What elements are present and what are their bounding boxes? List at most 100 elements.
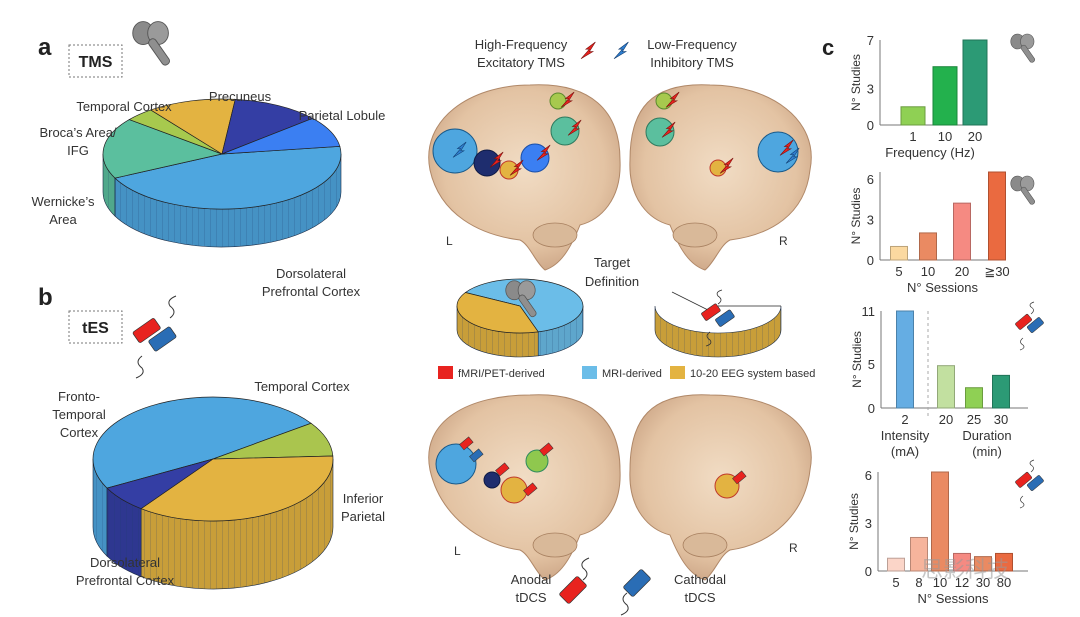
high-frequency-label-1: High-Frequency (475, 37, 568, 52)
tdcs-electrodes-icon (132, 295, 177, 379)
pie-a-label-precuneus: Precuneus (209, 89, 272, 104)
pie-slice-dorsolateral-prefrontal-cortex (114, 145, 342, 210)
target-legend: fMRI/PET-derived MRI-derived 10-20 EEG s… (438, 366, 815, 380)
bar-30 (974, 556, 992, 572)
y-tick-label: 3 (867, 212, 874, 227)
y-tick-label: 0 (865, 564, 872, 579)
y-tick-label: 6 (867, 172, 874, 187)
x-axis-label: Frequency (Hz) (885, 145, 975, 160)
y-tick-label: 6 (865, 468, 872, 483)
pie-side-stripes (141, 459, 333, 590)
x-tick-label: 2 (901, 412, 908, 427)
x-tick-label: ≧30 (984, 264, 1009, 279)
pie-a-label-temporal: Temporal Cortex (76, 99, 172, 114)
tes-target-pie (654, 305, 782, 358)
anodal-label-1: Anodal (511, 572, 552, 587)
target-parietal (550, 116, 580, 146)
pie-slice-fronto-temporal-cortex (106, 458, 214, 510)
anodal-label-2: tDCS (515, 590, 546, 605)
pie-a-label-dlpfc-2: Prefrontal Cortex (262, 284, 361, 299)
x-tick-label: 20 (939, 412, 953, 427)
tdcs-icon-c3 (1015, 301, 1044, 351)
bar-10 (932, 66, 958, 126)
x-tick-label: 10 (933, 575, 947, 590)
target-definition-title-1: Target (594, 255, 631, 270)
pie-b-label-inferior-1: Inferior (343, 491, 384, 506)
target-broca (473, 149, 501, 177)
brain-left-tms (428, 84, 621, 271)
x-tick-label: 25 (967, 412, 981, 427)
brain-right-tes (629, 394, 812, 581)
tms-box-label: TMS (79, 54, 113, 71)
legend-label-eeg: 10-20 EEG system based (690, 368, 815, 380)
bar-1 (900, 106, 926, 126)
bar-30 (992, 374, 1010, 409)
bar-8 (910, 536, 928, 572)
x-tick-label: 12 (955, 575, 969, 590)
hemisphere-right-top: R (779, 234, 788, 248)
pie-slice-wernicke-s-area (221, 117, 341, 155)
pie-b-label-fronto-1: Fronto- (58, 389, 100, 404)
tdcs-icon-c4 (1015, 459, 1044, 509)
pie-slice-parietal-lobule (102, 119, 224, 179)
x-tick-label: 30 (994, 412, 1008, 427)
pie-side-stripes (115, 154, 341, 247)
pie-slice-broca-s-area-ifg (221, 98, 314, 155)
y-tick-label: 11 (862, 304, 876, 319)
bar-20 (962, 39, 988, 126)
target-dlpfc (432, 128, 478, 174)
bar-10 (931, 471, 949, 572)
blue-bolt-icon (613, 41, 629, 60)
pie-a-label-dlpfc-1: Dorsolateral (276, 266, 346, 281)
brain-right-tms (629, 84, 812, 271)
pie-slice-eeg-based (456, 292, 539, 334)
target-wernicke (520, 143, 550, 173)
pie-b-label-dlpfc-1: Dorsolateral (90, 555, 160, 570)
cathodal-label-2: tDCS (684, 590, 715, 605)
pie-b-label-dlpfc-2: Prefrontal Cortex (76, 573, 175, 588)
hemisphere-right-bottom: R (789, 541, 798, 555)
legend-label-fmri: fMRI/PET-derived (458, 368, 545, 380)
y-tick-label: 3 (865, 516, 872, 531)
bar-12 (953, 552, 971, 572)
pie-b-label-fronto-2: Temporal (52, 407, 106, 422)
y-tick-label: 0 (868, 401, 875, 416)
legend-swatch-mri (582, 366, 597, 379)
pie-b-label-inferior-2: Parietal (341, 509, 385, 524)
brain-left-tes (428, 394, 621, 581)
x-axis-label: N° Sessions (907, 280, 978, 295)
group-unit-label: (min) (972, 444, 1002, 459)
tms-pie-chart (102, 98, 342, 248)
coil-icon-c1 (1010, 33, 1036, 64)
pie-a-label-parietal: Parietal Lobule (299, 108, 386, 123)
legend-swatch-eeg (670, 366, 685, 379)
bar-5 (887, 557, 905, 572)
pie-a-label-broca-1: Broca’s Area/ (39, 125, 116, 140)
tms-coil-icon (132, 21, 172, 67)
tes-pie-chart (92, 396, 334, 590)
y-tick-label: 3 (867, 82, 874, 97)
low-frequency-label-2: Inhibitory TMS (650, 55, 734, 70)
y-axis-label: N° Studies (849, 54, 863, 111)
y-tick-label: 7 (867, 33, 874, 48)
pie-a-label-wernicke-2: Area (49, 212, 77, 227)
pie-side-stripes (93, 459, 108, 557)
hemisphere-left-top: L (446, 234, 453, 248)
target-definition-title-2: Definition (585, 274, 639, 289)
tms-box (68, 44, 123, 78)
legend-label-mri: MRI-derived (602, 368, 662, 380)
pie-a-label-wernicke-1: Wernicke’s (31, 194, 95, 209)
group-unit-label: (mA) (891, 444, 919, 459)
tes-box (68, 310, 123, 344)
tdcs-on-pie-icon (671, 289, 735, 347)
group-label: Duration (962, 428, 1011, 443)
legend-swatch-fmri (438, 366, 453, 379)
y-tick-label: 0 (867, 253, 874, 268)
hemisphere-left-bottom: L (454, 544, 461, 558)
bar-30 (988, 171, 1006, 261)
bar-5 (890, 245, 908, 261)
